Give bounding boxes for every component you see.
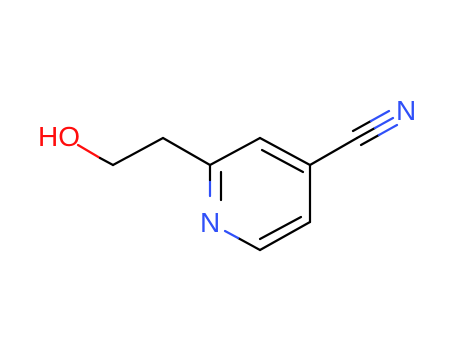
bond-c3-c4-inner (260, 148, 305, 174)
bond-cn-triple-1 (355, 126, 377, 140)
atom-label-ring-n: N (200, 207, 220, 238)
bond-o-ch2-black (98, 156, 115, 167)
bond-cn-triple-1-blue (373, 116, 395, 130)
bond-ch2-ring (161, 136, 212, 167)
atom-label-nitrile-n: N (396, 95, 416, 126)
bond-cn-triple-3 (359, 133, 381, 147)
atom-labels: HO N N (38, 95, 416, 238)
bond-cn-triple-2-blue (369, 109, 391, 123)
bond-ch2-ch2 (111, 136, 165, 167)
bond-c5-c6-inner (258, 215, 303, 241)
bond-c5-c6 (258, 220, 312, 252)
atom-label-ho: HO (38, 121, 80, 152)
bonds (76, 109, 399, 252)
bond-c2-c3 (208, 136, 262, 167)
bond-cn-triple-2 (351, 119, 373, 133)
bond-c3-c4 (258, 136, 312, 167)
bond-c6-n1 (236, 236, 262, 252)
bond-o-ch2 (76, 143, 102, 160)
bond-c4-cn (308, 136, 359, 167)
bond-c6-n1-blue (223, 229, 240, 240)
bond-cn-triple-3-blue (377, 123, 399, 137)
